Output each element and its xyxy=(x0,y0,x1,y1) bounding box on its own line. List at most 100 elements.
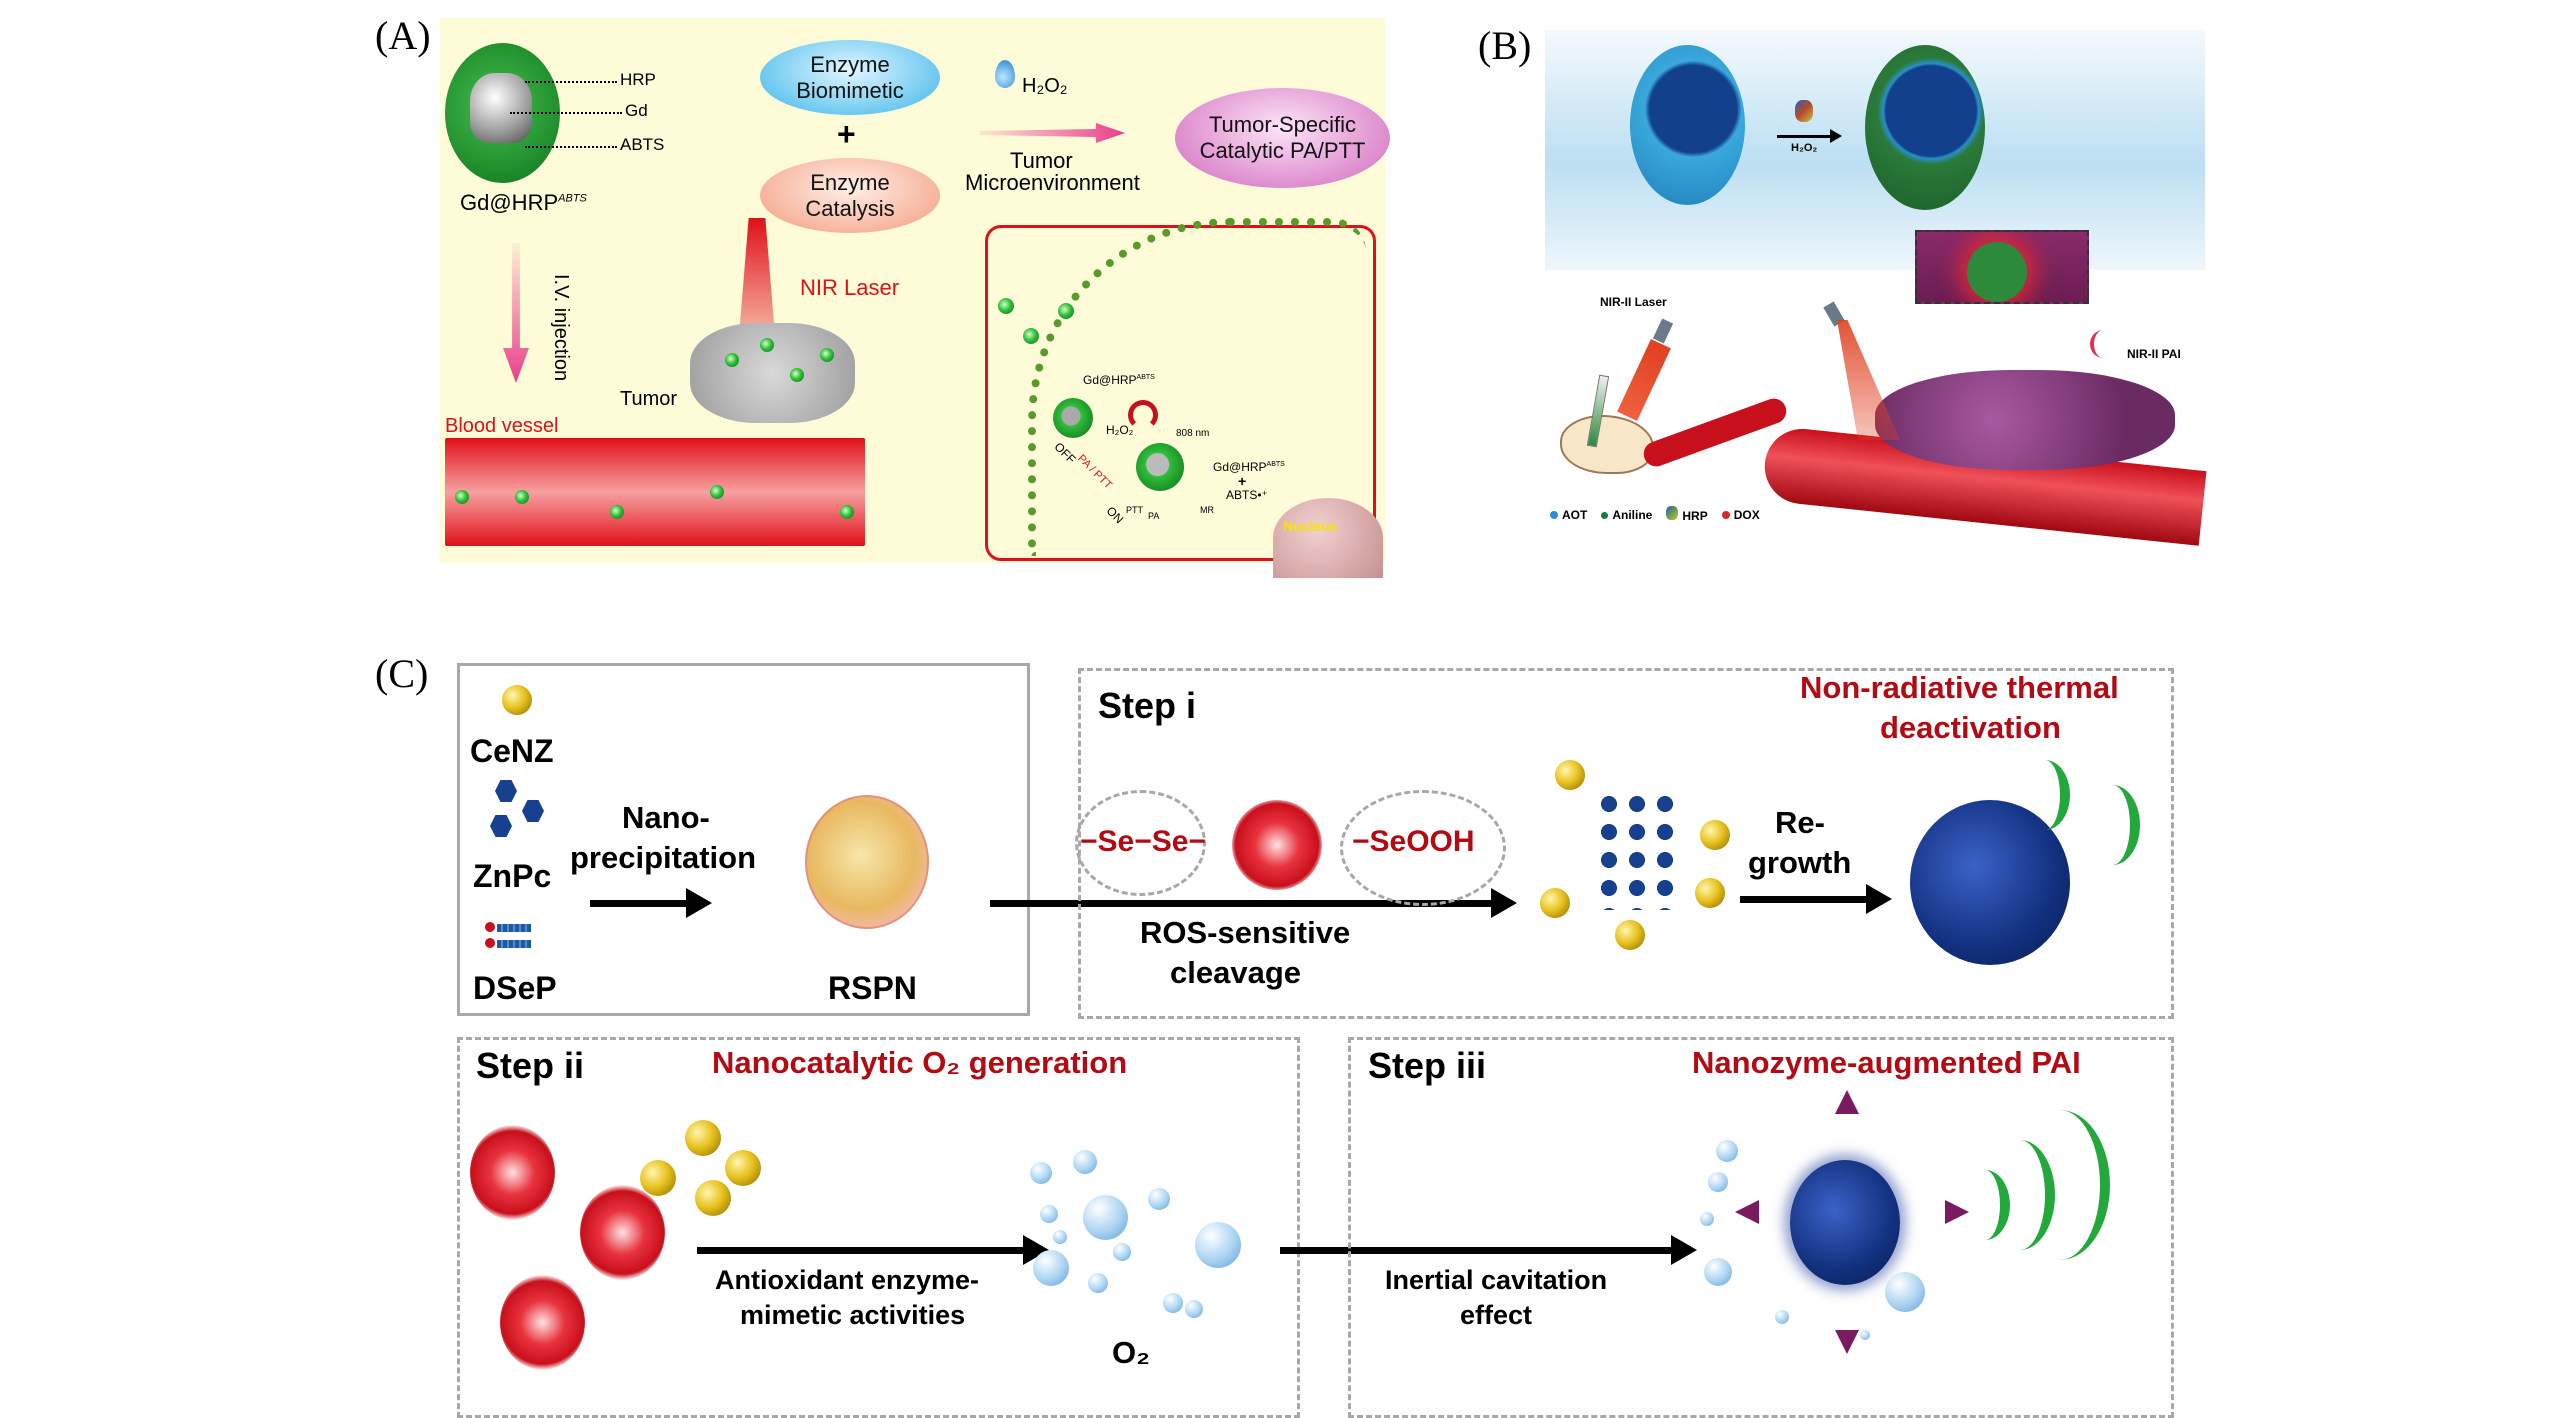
nanoparticle xyxy=(840,505,854,519)
ellipse-text: Enzyme xyxy=(810,51,890,77)
lipid-tail xyxy=(497,940,531,948)
inset-particle-label-2: Gd@HRPABTS xyxy=(1213,460,1285,474)
b-h2o2-label: H₂O₂ xyxy=(1791,142,1818,154)
cenz-sphere xyxy=(502,685,532,715)
nanoparticle xyxy=(790,368,804,382)
inset-particle-sup: ABTS xyxy=(1266,461,1285,468)
reaction-arrow xyxy=(1777,135,1832,138)
ros-cleavage-arrow xyxy=(990,888,1517,918)
hexagon xyxy=(522,800,544,822)
o2-bubble xyxy=(1148,1188,1170,1210)
inset-wavelength: 808 nm xyxy=(1176,428,1210,439)
cavitation-label-2: effect xyxy=(1460,1300,1533,1330)
o2-bubble xyxy=(1073,1150,1097,1174)
hexagon xyxy=(495,780,517,802)
inset-particle-on xyxy=(1136,443,1184,491)
legend-item-aot: AOT xyxy=(1550,508,1587,522)
enzyme-catalysis-ellipse: Enzyme Catalysis xyxy=(760,158,940,233)
o2-bubble xyxy=(1700,1212,1714,1226)
weak-pa-wave xyxy=(2020,760,2070,830)
pink-arrow xyxy=(980,123,1125,143)
o2-label: O₂ xyxy=(1112,1335,1150,1370)
o2-bubble xyxy=(1030,1162,1052,1184)
step-iii-title: Step iii xyxy=(1368,1045,1487,1086)
step-i-subtitle-2: deactivation xyxy=(1880,710,2061,745)
water-drop-icon xyxy=(995,60,1015,88)
antioxidant-arrow xyxy=(697,1235,1049,1265)
ingredient-dsep: DSeP xyxy=(473,970,557,1006)
inset-abts: ABTS•⁺ xyxy=(1226,488,1268,502)
step-i-title: Step i xyxy=(1098,685,1197,726)
inset-plus: + xyxy=(1238,473,1247,489)
nano-precipitation-arrow xyxy=(590,888,712,918)
enzyme-biomimetic-ellipse: Enzyme Biomimetic xyxy=(760,40,940,115)
particle-part-hrp: HRP xyxy=(620,70,656,89)
formulation-box xyxy=(457,663,1030,1016)
o2-bubble xyxy=(1860,1330,1870,1340)
nir-laser-label: NIR Laser xyxy=(800,275,900,300)
weak-pa-wave xyxy=(2085,785,2140,865)
antioxidant-label-2: mimetic activities xyxy=(740,1300,966,1330)
nir-ii-pai-label: NIR-II PAI xyxy=(2127,347,2181,361)
legend: AOT Aniline HRP DOX xyxy=(1550,506,1760,523)
legend-item-aniline: Aniline xyxy=(1601,508,1652,522)
se-se-label: −Se−Se− xyxy=(1080,825,1206,858)
antioxidant-label-1: Antioxidant enzyme- xyxy=(715,1265,980,1295)
ros-cleavage-label-2: cleavage xyxy=(1170,955,1301,990)
o2-bubble xyxy=(1113,1243,1131,1261)
cenz-sphere xyxy=(1540,888,1570,918)
cenz-sphere xyxy=(695,1180,731,1216)
vesicle-after xyxy=(1865,45,1985,210)
panel-a: HRP Gd ABTS Gd@HRPABTS Enzyme Biomimetic… xyxy=(440,18,1390,578)
reaction-arrowhead xyxy=(1830,129,1842,143)
nanoparticle xyxy=(998,298,1014,314)
ellipse-text: Biomimetic xyxy=(796,77,904,103)
cenz-sphere xyxy=(725,1150,761,1186)
o2-bubble xyxy=(1040,1205,1058,1223)
inset-ptt: PTT xyxy=(1126,505,1143,515)
nucleus: Nucleus xyxy=(1273,498,1383,578)
se-se-bubble xyxy=(1075,790,1206,896)
seooh-label: −SeOOH xyxy=(1352,825,1475,858)
nanoparticle xyxy=(725,353,739,367)
znpc-hexagons xyxy=(490,780,550,840)
inset-h2o2: H₂O₂ xyxy=(1106,423,1134,437)
ellipse-text: Tumor-Specific xyxy=(1208,112,1357,137)
strong-pa-wave xyxy=(2010,1110,2110,1260)
o2-bubble xyxy=(1163,1293,1183,1313)
ingredient-cenz: CeNZ xyxy=(470,733,554,769)
nano-precipitation-label-1: Nano- xyxy=(622,800,710,835)
panel-b-label: (B) xyxy=(1478,23,1532,68)
dsep-molecule xyxy=(485,920,535,956)
rspn-label: RSPN xyxy=(828,970,917,1006)
expansion-arrow-down xyxy=(1835,1330,1859,1354)
dox-icon xyxy=(1721,510,1730,519)
se-head xyxy=(485,922,495,932)
ros-burst xyxy=(580,1185,665,1280)
activated-nanoparticle xyxy=(1790,1160,1900,1285)
particle-part-abts: ABTS xyxy=(620,135,665,154)
free-znpc xyxy=(1595,790,1675,910)
pointer-line xyxy=(525,81,617,83)
ellipse-text: Catalytic PA/PTT xyxy=(1199,138,1366,163)
o2-bubble xyxy=(1716,1140,1738,1162)
panel-b: H₂O₂ NIR-II Laser NIR-II PAI AOT Aniline… xyxy=(1545,30,2207,546)
iv-injection-label: I.V. injection xyxy=(550,274,572,382)
rspn-particle xyxy=(805,795,929,929)
o2-bubble xyxy=(1775,1310,1789,1324)
pointer-line xyxy=(525,146,617,148)
cenz-sphere xyxy=(1695,878,1725,908)
lipid-tail xyxy=(497,924,531,932)
tumor-inset xyxy=(1915,230,2089,304)
particle-part-gd: Gd xyxy=(625,101,648,120)
legend-item-hrp: HRP xyxy=(1666,506,1708,523)
nanoparticle xyxy=(820,348,834,362)
nanoparticle xyxy=(515,490,529,504)
legend-item-dox: DOX xyxy=(1721,508,1760,522)
step-i-subtitle-1: Non-radiative thermal xyxy=(1800,670,2119,705)
laser-beam-2 xyxy=(1837,320,1900,440)
o2-bubble xyxy=(1185,1300,1203,1318)
nucleus-label: Nucleus xyxy=(1283,518,1338,534)
ros-burst xyxy=(470,1125,555,1220)
iv-injection-arrow xyxy=(503,243,529,383)
